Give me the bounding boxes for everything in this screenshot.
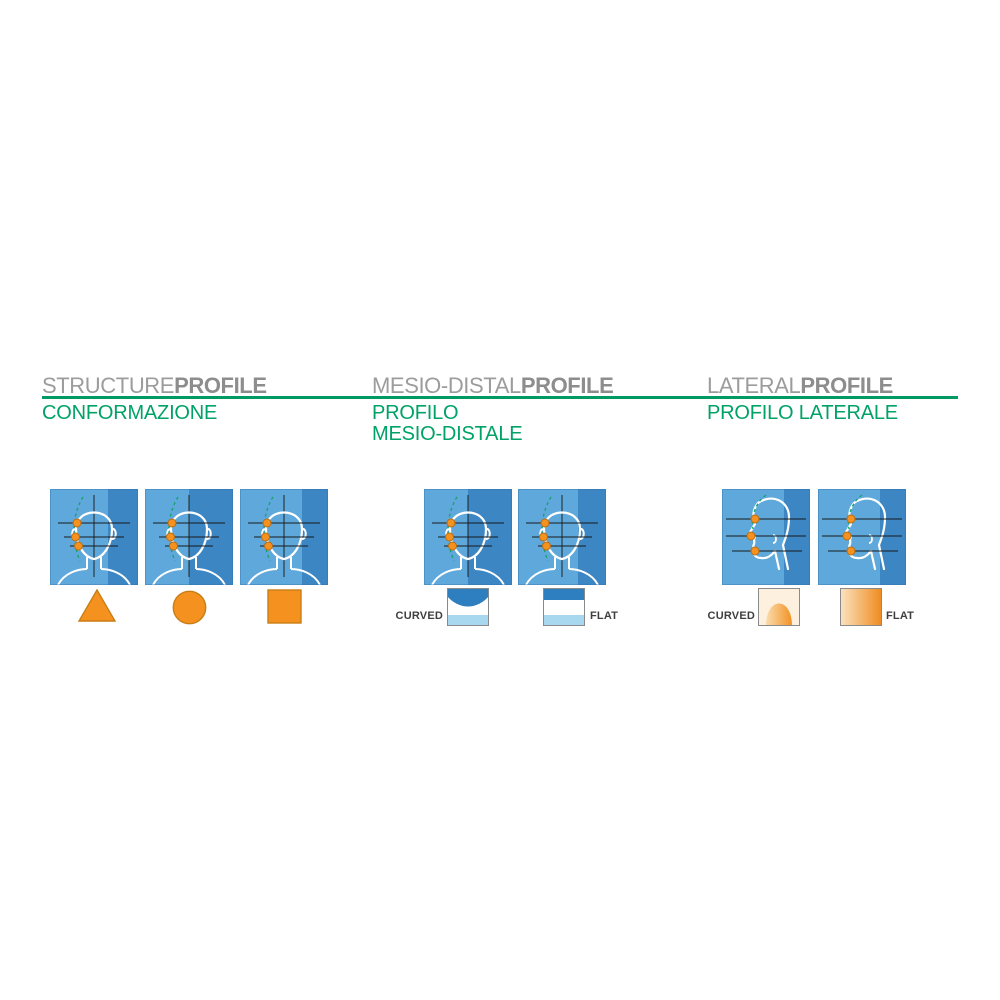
curved-profile-icon — [447, 588, 489, 626]
header-underline — [42, 396, 958, 399]
structure-face-tile-2 — [145, 489, 233, 585]
structure-face-tile-1 — [50, 489, 138, 585]
mesio-distal-section-subtitle: PROFILO MESIO-DISTALE — [372, 402, 523, 445]
subtitle-line: MESIO-DISTALE — [372, 423, 523, 445]
mesio-distal-face-tile-curved — [424, 489, 512, 585]
lateral-flat-label: FLAT — [886, 610, 915, 622]
subtitle-line: CONFORMAZIONE — [42, 402, 218, 424]
title-bold: PROFILE — [174, 373, 267, 398]
circle-icon — [172, 590, 207, 625]
subtitle-line: PROFILO — [372, 402, 459, 424]
title-bold: PROFILE — [520, 373, 614, 398]
title-regular: LATERAL — [707, 373, 801, 398]
lateral-face-tile-flat — [818, 489, 906, 585]
subtitle-line: PROFILO LATERALE — [707, 402, 898, 424]
triangle-icon — [78, 589, 116, 622]
curved-lateral-icon — [758, 588, 800, 626]
structure-section-title: STRUCTUREPROFILE — [42, 373, 267, 399]
flat-profile-icon — [543, 588, 585, 626]
square-icon — [267, 589, 302, 624]
title-regular: STRUCTURE — [42, 373, 175, 398]
lateral-section-subtitle: PROFILO LATERALE — [707, 403, 898, 424]
mesio-distal-curved-label: CURVED — [395, 610, 443, 622]
lateral-section-title: LATERALPROFILE — [707, 373, 893, 399]
title-bold: PROFILE — [800, 373, 893, 398]
structure-section-subtitle: CONFORMAZIONE — [42, 403, 217, 424]
mesio-distal-face-tile-flat — [518, 489, 606, 585]
lateral-curved-label: CURVED — [707, 610, 755, 622]
mesio-distal-flat-label: FLAT — [590, 610, 619, 622]
lateral-face-tile-curved — [722, 489, 810, 585]
structure-face-tile-3 — [240, 489, 328, 585]
mesio-distal-section-title: MESIO-DISTALPROFILE — [372, 373, 614, 399]
title-regular: MESIO-DISTAL — [372, 373, 521, 398]
flat-lateral-icon — [840, 588, 882, 626]
